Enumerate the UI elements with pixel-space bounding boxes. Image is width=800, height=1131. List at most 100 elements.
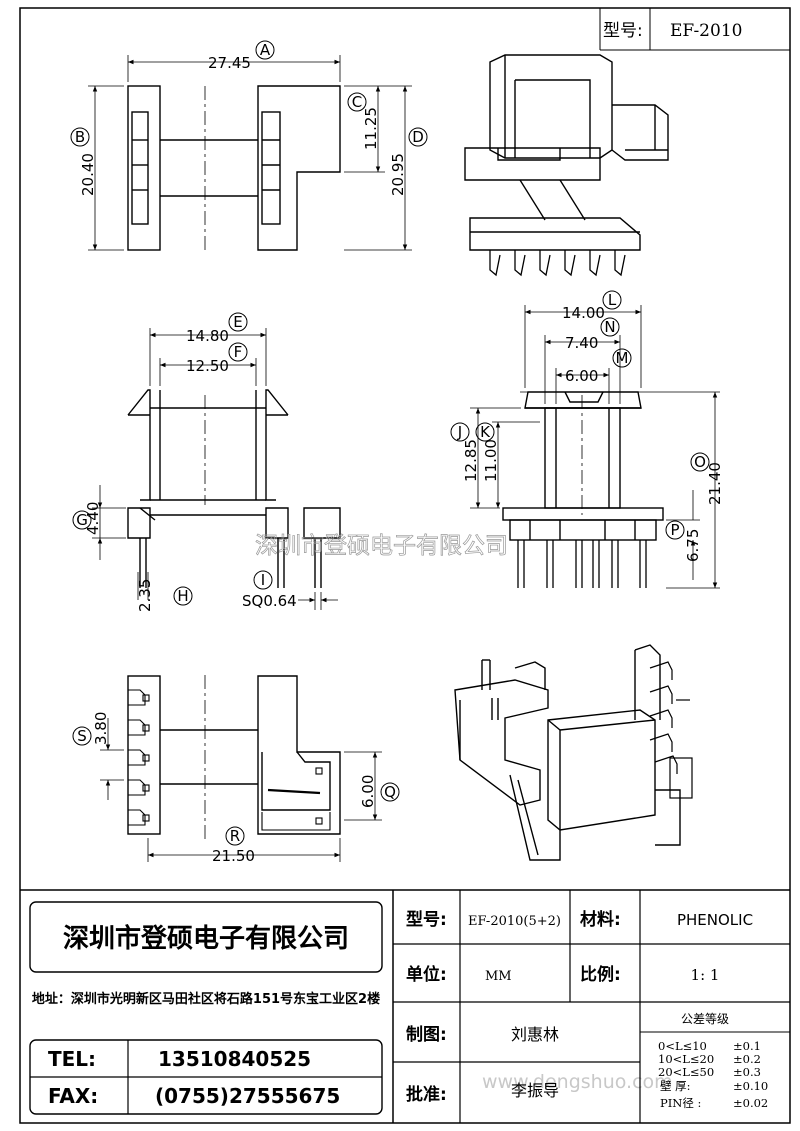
tb-unit-label: 单位: [406, 964, 447, 985]
tol-value-3: ±0.3 [733, 1065, 761, 1079]
iso-view-top [464, 54, 669, 277]
tb-model-label: 型号: [406, 909, 447, 930]
dim-j-value: 12.85 [462, 439, 480, 482]
dimension-labels: 27.45 A 20.40 B 11.25 C 20.95 D 14.80 E … [70, 40, 724, 865]
dim-d-value: 20.95 [389, 153, 407, 196]
tel-number: 13510840525 [158, 1047, 311, 1071]
dim-q-value: 6.00 [359, 775, 377, 808]
dim-k-marker [475, 422, 495, 442]
dim-l-value: 14.00 [562, 304, 605, 322]
dim-e-value: 14.80 [186, 327, 229, 345]
tb-material-value: PHENOLIC [677, 911, 753, 929]
dim-r-marker [225, 826, 245, 846]
dim-s-marker [72, 726, 92, 746]
dim-m-marker [612, 348, 632, 368]
side-view [470, 305, 720, 589]
tol-value-2: ±0.2 [733, 1052, 761, 1066]
tb-material-label: 材料: [580, 909, 621, 930]
dim-o-value: 21.40 [706, 462, 724, 505]
tb-scale-value: 1: 1 [691, 966, 720, 984]
dim-h-letter: H [177, 587, 188, 605]
tb-drawn-label: 制图: [406, 1024, 447, 1045]
watermark-text: 深圳市登硕电子有限公司 [255, 533, 508, 559]
dim-n-marker [600, 317, 620, 337]
dim-q-marker [380, 782, 400, 802]
dim-f-letter: F [234, 343, 243, 361]
dim-a-letter: A [260, 41, 271, 59]
tel-label: TEL: [48, 1047, 96, 1071]
tol-range-4: 壁 厚: [660, 1079, 691, 1093]
tb-drawn-value: 刘惠林 [511, 1025, 559, 1044]
tb-model-value: EF-2010(5+2) [468, 914, 561, 929]
fax-label: FAX: [48, 1084, 98, 1108]
dim-r-value: 21.50 [212, 847, 255, 865]
tol-range-5: PIN径 : [660, 1096, 701, 1110]
company-name-box [29, 901, 383, 973]
header-model-value: EF-2010 [670, 21, 742, 41]
dim-q-letter: Q [384, 783, 396, 801]
header-model-label: 型号: [603, 21, 643, 41]
dim-l-marker [602, 290, 622, 310]
tolerance-title: 公差等级 [681, 1012, 729, 1026]
dim-p-letter: P [670, 521, 679, 539]
dim-b-value: 20.40 [79, 153, 97, 196]
dim-e-letter: E [233, 313, 242, 331]
dim-n-value: 7.40 [565, 334, 598, 352]
dim-s-letter: S [77, 727, 87, 745]
dim-g-letter: G [76, 511, 88, 529]
dim-b-marker [70, 127, 90, 147]
dim-o-marker [690, 452, 710, 472]
front-view [92, 328, 341, 610]
dim-m-value: 6.00 [565, 367, 598, 385]
tol-value-1: ±0.1 [733, 1039, 761, 1053]
dim-p-value: 6.75 [684, 529, 702, 562]
header-model-box: 型号: EF-2010 [599, 8, 790, 51]
dim-e-marker [228, 312, 248, 332]
dim-n-letter: N [604, 318, 615, 336]
top-view [88, 55, 412, 251]
dim-d-letter: D [412, 128, 424, 146]
dim-c-value: 11.25 [362, 107, 380, 150]
sheet-border [19, 7, 791, 1124]
tol-range-3: 20<L≤50 [658, 1065, 714, 1079]
tol-range-1: 0<L≤10 [658, 1039, 707, 1053]
dim-c-marker [347, 92, 367, 112]
company-name: 深圳市登硕电子有限公司 [63, 923, 349, 954]
dim-f-value: 12.50 [186, 357, 229, 375]
dim-j-letter: J [457, 423, 462, 441]
bottom-view [100, 675, 382, 862]
tb-unit-value: MM [485, 969, 512, 984]
dim-p-marker [665, 520, 685, 540]
title-block: 深圳市登硕电子有限公司 地址：深圳市光明新区马田社区将石路151号东宝工业区2楼… [20, 889, 790, 1123]
dim-g-marker [72, 510, 92, 530]
tb-scale-label: 比例: [580, 964, 621, 985]
dim-m-letter: M [616, 349, 629, 367]
iso-view-bottom [454, 644, 693, 861]
company-address: 地址：深圳市光明新区马田社区将石路151号东宝工业区2楼 [32, 991, 380, 1007]
tb-approved-label: 批准: [406, 1084, 447, 1105]
dim-l-letter: L [608, 291, 617, 309]
dim-s-value: 3.80 [92, 712, 110, 745]
dim-a-value: 27.45 [208, 54, 251, 72]
dim-b-letter: B [75, 128, 85, 146]
dim-i-letter: I [261, 571, 265, 589]
dim-c-letter: C [352, 93, 362, 111]
dim-a-marker [255, 40, 275, 60]
dim-j-marker [450, 422, 470, 442]
tb-approved-value: 李振导 [511, 1081, 559, 1100]
dim-h-value: 2.35 [136, 579, 154, 612]
dim-f-marker [228, 342, 248, 362]
dim-k-value: 11.00 [482, 439, 500, 482]
tol-value-5: ±0.02 [733, 1096, 768, 1110]
dim-k-letter: K [480, 423, 491, 441]
dim-r-letter: R [230, 827, 240, 845]
dim-d-marker [408, 127, 428, 147]
tol-range-2: 10<L≤20 [658, 1052, 714, 1066]
dim-h-marker [173, 586, 193, 606]
tol-value-4: ±0.10 [733, 1079, 768, 1093]
dim-o-letter: O [694, 453, 706, 471]
watermark-url: www.dengshuo.com [482, 1071, 673, 1093]
dim-i-marker [253, 570, 273, 590]
fax-number: (0755)27555675 [155, 1084, 340, 1108]
